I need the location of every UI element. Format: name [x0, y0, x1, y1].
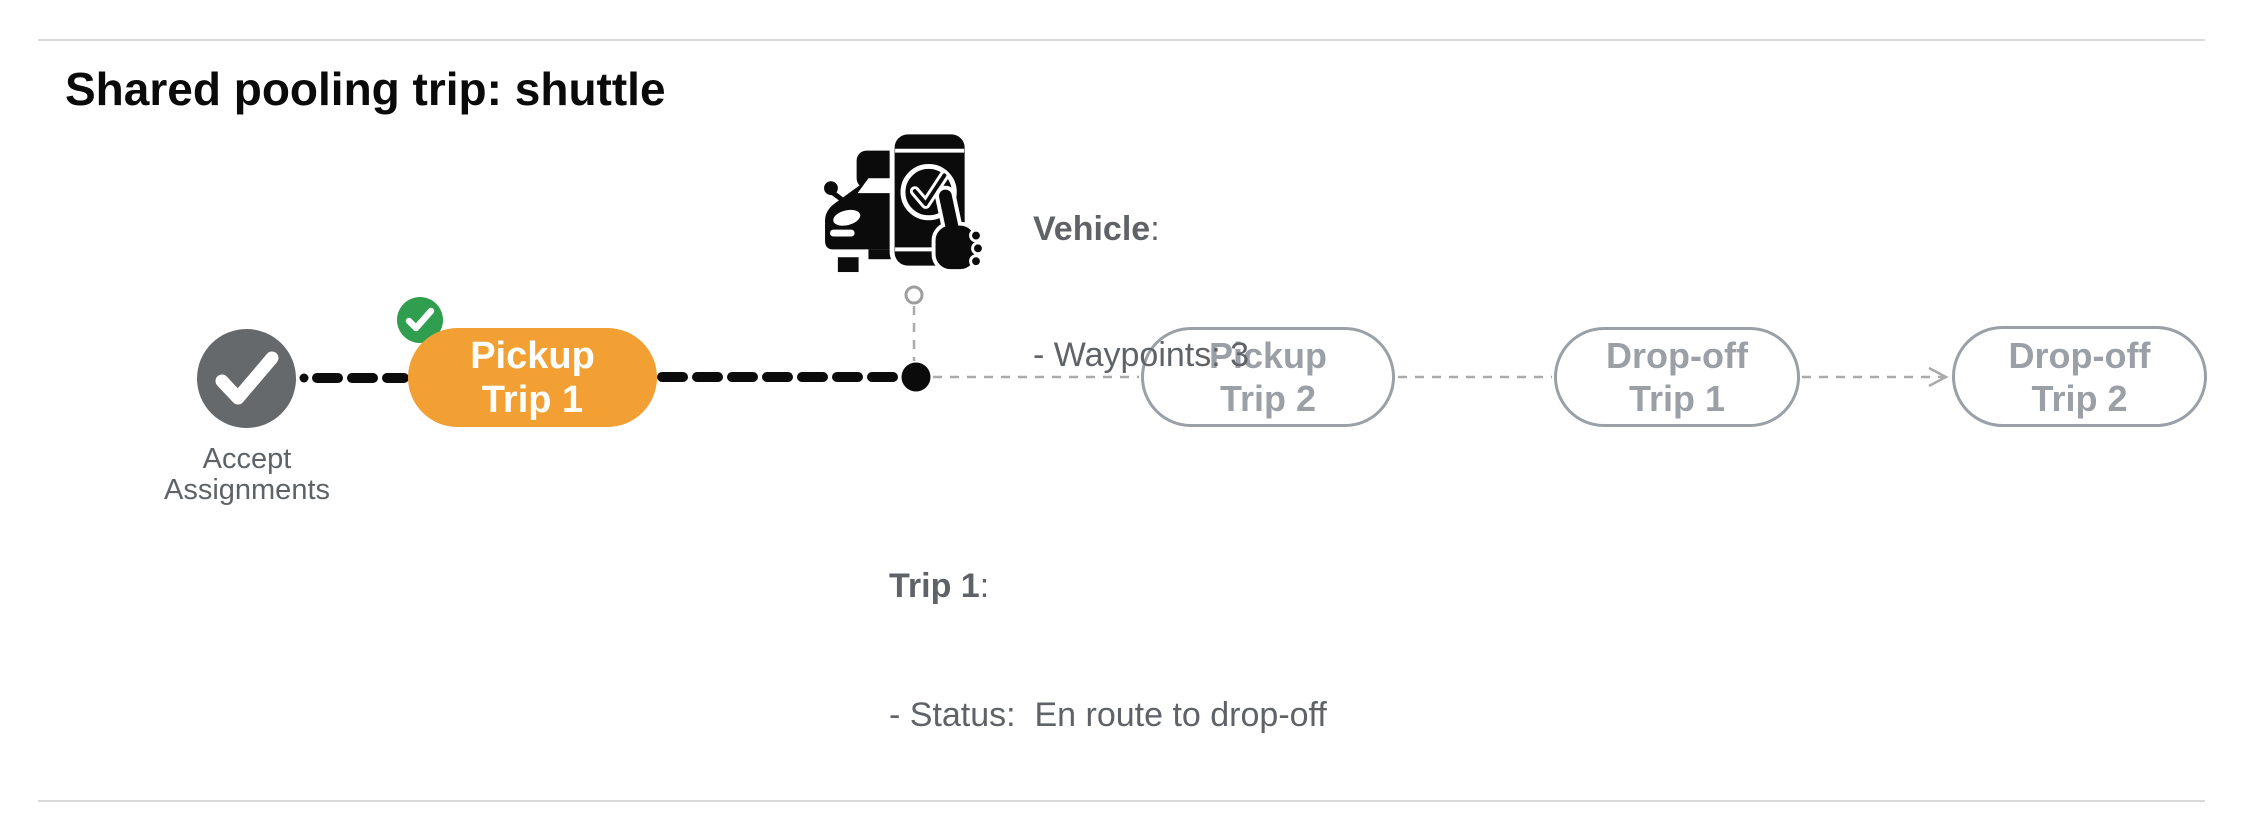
- route-dash-dot: [299, 373, 309, 383]
- node-drop-off-trip-1-label: Drop-off Trip 1: [1606, 335, 1748, 419]
- node-pickup-trip-1: Pickup Trip 1: [408, 328, 657, 427]
- bottom-divider: [38, 800, 2205, 802]
- vehicle-info-line: - Waypoints: 3: [1033, 336, 1250, 374]
- trip-1-status-line: - Status: En route to drop-off: [889, 696, 1327, 734]
- arrowhead-icon: [1928, 366, 1949, 388]
- vehicle-phone-check-icon: [824, 129, 985, 274]
- node-drop-off-trip-2: Drop-off Trip 2: [1952, 326, 2207, 427]
- node-drop-off-trip-2-label: Drop-off Trip 2: [2008, 334, 2151, 419]
- vehicle-callout-marker: [904, 285, 924, 305]
- node-drop-off-trip-1: Drop-off Trip 1: [1554, 327, 1800, 427]
- node-pickup-trip-2-label: Pickup Trip 2: [1208, 335, 1328, 419]
- page-title: Shared pooling trip: shuttle: [65, 63, 666, 115]
- vehicle-info-heading: Vehicle:: [1033, 210, 1160, 248]
- trip-info: Trip 1: - Status: En route to drop-off -…: [889, 479, 1327, 825]
- node-accept-assignments: [197, 329, 296, 428]
- top-divider: [38, 39, 2205, 41]
- node-pickup-trip-2: Pickup Trip 2: [1141, 327, 1395, 427]
- trip-1-heading: Trip 1:: [889, 567, 990, 605]
- check-icon: [405, 307, 435, 332]
- vehicle-info: Vehicle: - Waypoints: 3: [1033, 124, 1249, 460]
- node-accept-assignments-label: Accept Assignments: [163, 443, 330, 506]
- check-icon: [215, 351, 278, 404]
- vehicle-position-dot: [901, 362, 931, 392]
- node-pickup-trip-1-label: Pickup Trip 1: [470, 334, 595, 421]
